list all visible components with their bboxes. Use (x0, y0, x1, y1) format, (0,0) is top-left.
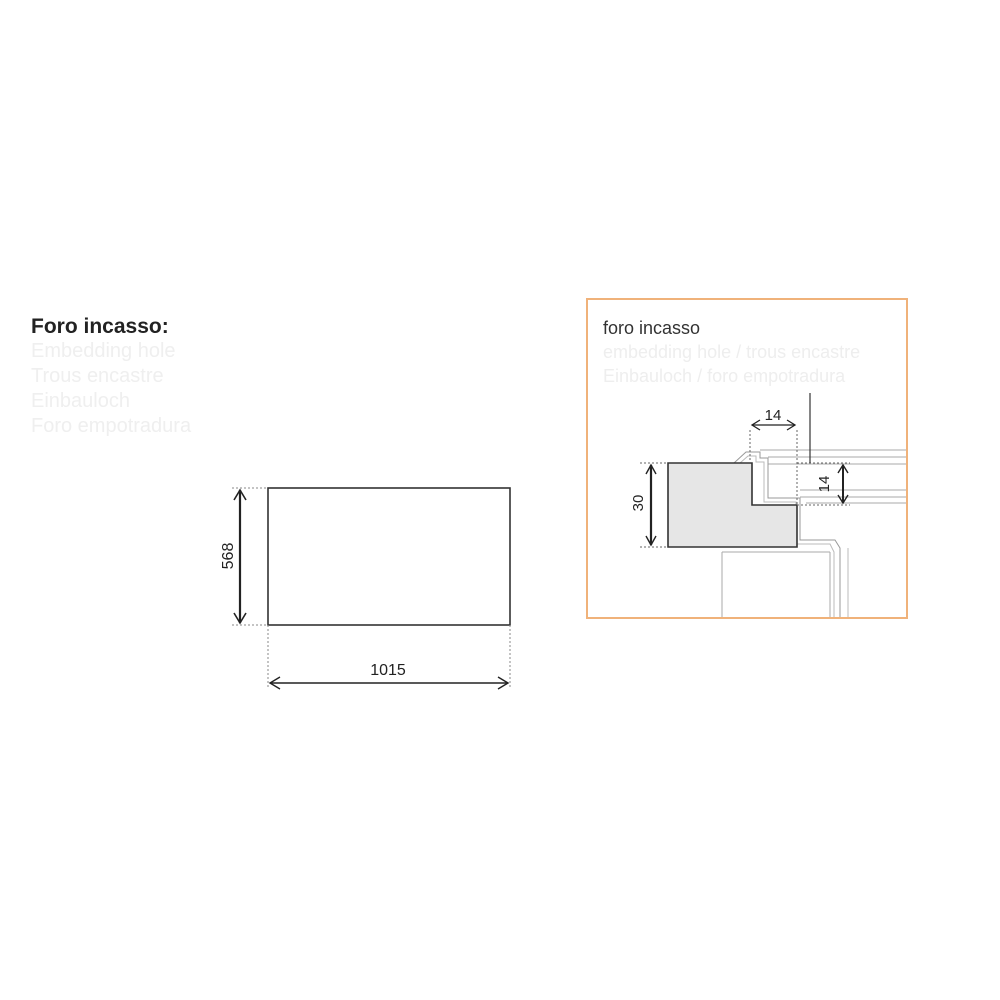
cutout-title: Foro incasso: (31, 315, 169, 338)
depth-label: 30 (630, 495, 647, 512)
detail-translation-1: embedding hole / trous encastre (603, 342, 861, 362)
flange-profile-inner (739, 455, 835, 617)
notch-height-label: 14 (816, 476, 833, 493)
height-arrow-top (233, 488, 247, 501)
notch-height-arrow-bottom (837, 494, 849, 505)
depth-arrow-top (645, 463, 657, 475)
width-arrow-left (268, 676, 281, 690)
cutout-translation-fr: Trous encastre (31, 365, 164, 387)
detail-frame (586, 298, 908, 619)
detail-translation-2: Einbauloch / foro empotradura (603, 366, 846, 386)
detail-title: foro incasso (603, 318, 701, 338)
height-arrow-bottom (233, 612, 247, 625)
detail-title-block: foro incasso embedding hole / trous enca… (603, 316, 860, 388)
notch-width-arrow-left (750, 419, 761, 431)
cutout-title-block: Foro incasso: Embedding hole Trous encas… (31, 314, 191, 439)
cutout-translation-de: Einbauloch (31, 390, 130, 412)
notch-width-arrow-right (786, 419, 797, 431)
notch-height-arrow-top (837, 463, 849, 474)
countertop-section (667, 462, 798, 548)
height-label: 568 (220, 543, 237, 570)
notch-width-label: 14 (765, 407, 782, 424)
width-arrow-right (497, 676, 510, 690)
width-label: 1015 (370, 662, 406, 679)
cutout-translation-en: Embedding hole (31, 340, 176, 362)
depth-arrow-bottom (645, 535, 657, 547)
cutout-translation-es: Foro empotradura (31, 415, 192, 437)
flange-profile (733, 451, 841, 617)
cutout-rectangle (267, 487, 511, 626)
